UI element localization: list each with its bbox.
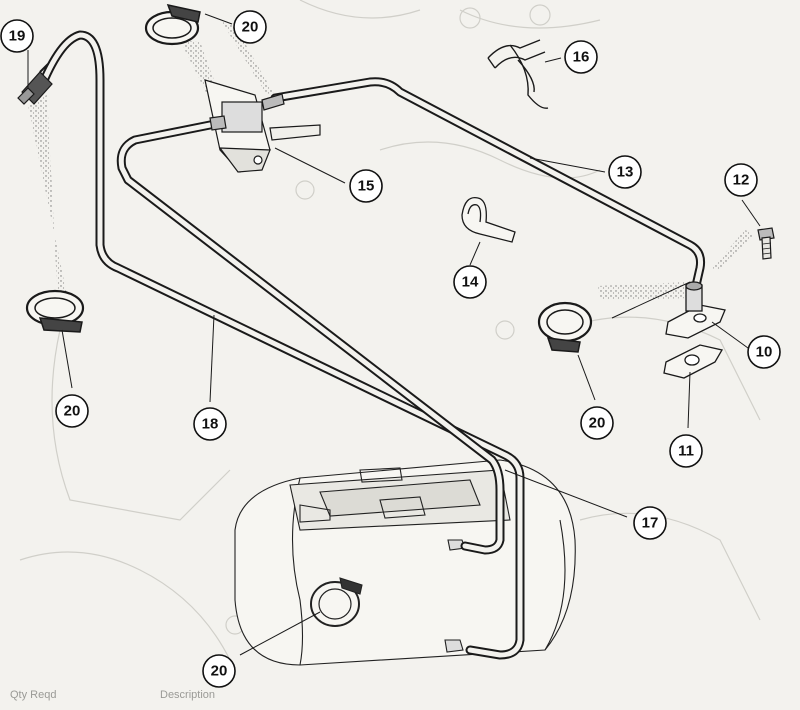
- callout-number: 14: [462, 274, 479, 291]
- callout-18: 18: [193, 407, 227, 441]
- callout-19: 19: [0, 19, 34, 53]
- callout-number: 12: [733, 172, 750, 189]
- hose-clamp-20-right: [537, 301, 593, 353]
- callout-20-left: 20: [55, 394, 89, 428]
- callout-14: 14: [453, 265, 487, 299]
- leader-lines: [27, 13, 761, 656]
- footer-qty-label: Qty Reqd: [10, 689, 56, 701]
- callout-17: 17: [633, 506, 667, 540]
- hose-clamp-20-left: [25, 289, 85, 333]
- hose-fitting-19: [17, 63, 53, 105]
- callout-20-right: 20: [580, 406, 614, 440]
- callout-10: 10: [747, 335, 781, 369]
- clip-16: [487, 39, 549, 109]
- callout-number: 18: [202, 416, 219, 433]
- callout-15: 15: [349, 169, 383, 203]
- fuel-tank: [234, 459, 576, 666]
- pipe-18: [35, 30, 525, 660]
- callout-number: 20: [589, 415, 606, 432]
- pipe-13: [270, 77, 705, 295]
- callout-number: 17: [642, 515, 659, 532]
- callout-number: 11: [678, 443, 694, 460]
- callout-12: 12: [724, 163, 758, 197]
- callout-13: 13: [608, 155, 642, 189]
- pipe-17: [116, 120, 505, 555]
- flange-10: [665, 281, 726, 339]
- p-clip-14: [461, 196, 516, 243]
- callout-number: 20: [242, 19, 259, 36]
- callout-number: 13: [617, 164, 634, 181]
- callout-16: 16: [564, 40, 598, 74]
- callout-number: 15: [358, 178, 375, 195]
- callout-number: 10: [756, 344, 773, 361]
- callout-11: 11: [669, 434, 703, 468]
- callout-number: 16: [573, 49, 590, 66]
- callout-20-top: 20: [233, 10, 267, 44]
- bolt-12: [757, 227, 775, 260]
- callout-20-bottom: 20: [202, 654, 236, 688]
- callout-number: 20: [64, 403, 81, 420]
- footer-description-label: Description: [160, 689, 215, 701]
- vent-valve-15: [204, 79, 321, 173]
- gasket-11: [663, 344, 724, 379]
- callout-number: 20: [211, 663, 228, 680]
- callout-number: 19: [9, 28, 26, 45]
- hose-clamp-20-top: [144, 3, 201, 46]
